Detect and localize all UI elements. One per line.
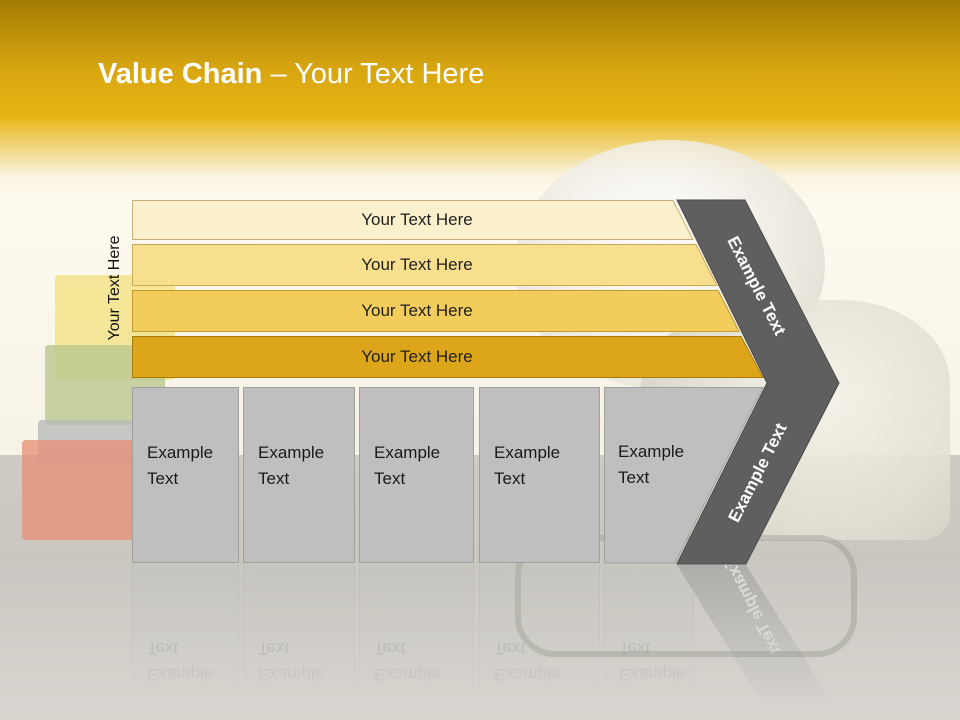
- reflection-chevron: [677, 565, 840, 715]
- activity-box-1-label: Example Text: [147, 443, 214, 488]
- activity-box-3-label: Example Text: [374, 443, 441, 488]
- bar-2: Your Text Here: [132, 244, 718, 286]
- activity-box-1: Example Text: [132, 387, 239, 563]
- activity-box-5: Example Text: [604, 387, 704, 563]
- reflection-box-2: Example Text: [243, 565, 355, 715]
- bar-2-shape: [132, 244, 718, 286]
- reflection-box-1: Example Text: [132, 565, 239, 715]
- bar-4-shape: [132, 336, 764, 378]
- activity-box-5-shape: [604, 387, 764, 564]
- bar-3: Your Text Here: [132, 290, 740, 332]
- reflection-box-5: Example Text: [604, 565, 694, 715]
- title-rest: – Your Text Here: [262, 58, 485, 90]
- reflection-box-4: Example Text: [479, 565, 600, 715]
- side-label: Your Text Here: [106, 235, 123, 341]
- slide-title: Value Chain – Your Text Here: [98, 55, 484, 93]
- activity-box-3: Example Text: [359, 387, 474, 563]
- bar-1-shape: [132, 200, 694, 240]
- activity-box-4: Example Text: [479, 387, 600, 563]
- bar-3-shape: [132, 290, 740, 332]
- activity-box-2: Example Text: [243, 387, 355, 563]
- activity-box-2-label: Example Text: [258, 443, 325, 488]
- title-bold: Value Chain: [98, 58, 263, 90]
- bar-1: Your Text Here: [132, 200, 694, 240]
- reflection-box-3: Example Text: [359, 565, 474, 715]
- margin-chevron: [676, 199, 840, 565]
- activity-box-5-label: Example Text: [618, 442, 685, 487]
- diagram-reflection: Example Text Example Text Example Text E…: [0, 565, 960, 715]
- activity-box-4-label: Example Text: [494, 443, 561, 488]
- header-band: [0, 0, 960, 200]
